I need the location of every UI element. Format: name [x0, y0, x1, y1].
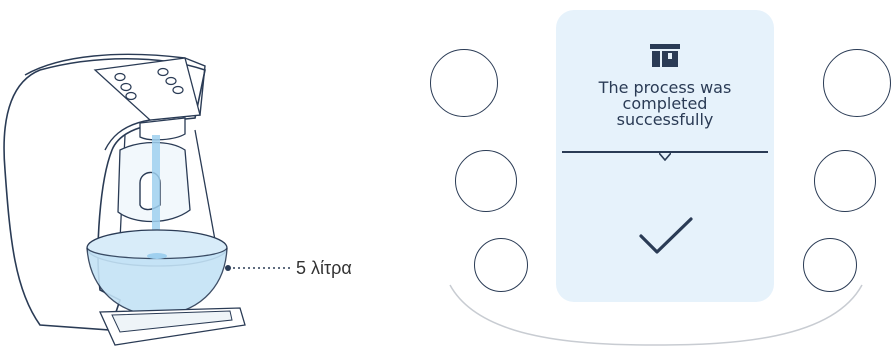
control-panel-outline [449, 284, 863, 346]
left-button-bottom[interactable] [474, 238, 528, 292]
water-stream [152, 135, 160, 255]
screen-divider [562, 151, 768, 153]
status-message: The process was completed successfully [556, 80, 774, 128]
status-message-line-3: successfully [616, 110, 714, 129]
machine-illustration [3, 53, 290, 346]
spout [139, 117, 186, 141]
display-screen: The process was completed successfully [556, 10, 774, 302]
status-message-line-2: completed [622, 94, 708, 113]
leader-dot [225, 265, 231, 271]
status-message-line-1: The process was [598, 78, 732, 97]
left-button-middle[interactable] [455, 150, 517, 212]
machine-icon [650, 44, 680, 67]
bowl [86, 247, 228, 316]
right-button-middle[interactable] [814, 150, 876, 212]
volume-label: 5 λίτρα [296, 258, 352, 278]
checkmark-icon [639, 217, 693, 254]
left-button-top[interactable] [430, 49, 498, 117]
panel-buttons [114, 67, 184, 101]
divider-pointer-icon [659, 153, 671, 161]
right-button-top[interactable] [823, 49, 891, 117]
right-button-bottom[interactable] [803, 238, 857, 292]
